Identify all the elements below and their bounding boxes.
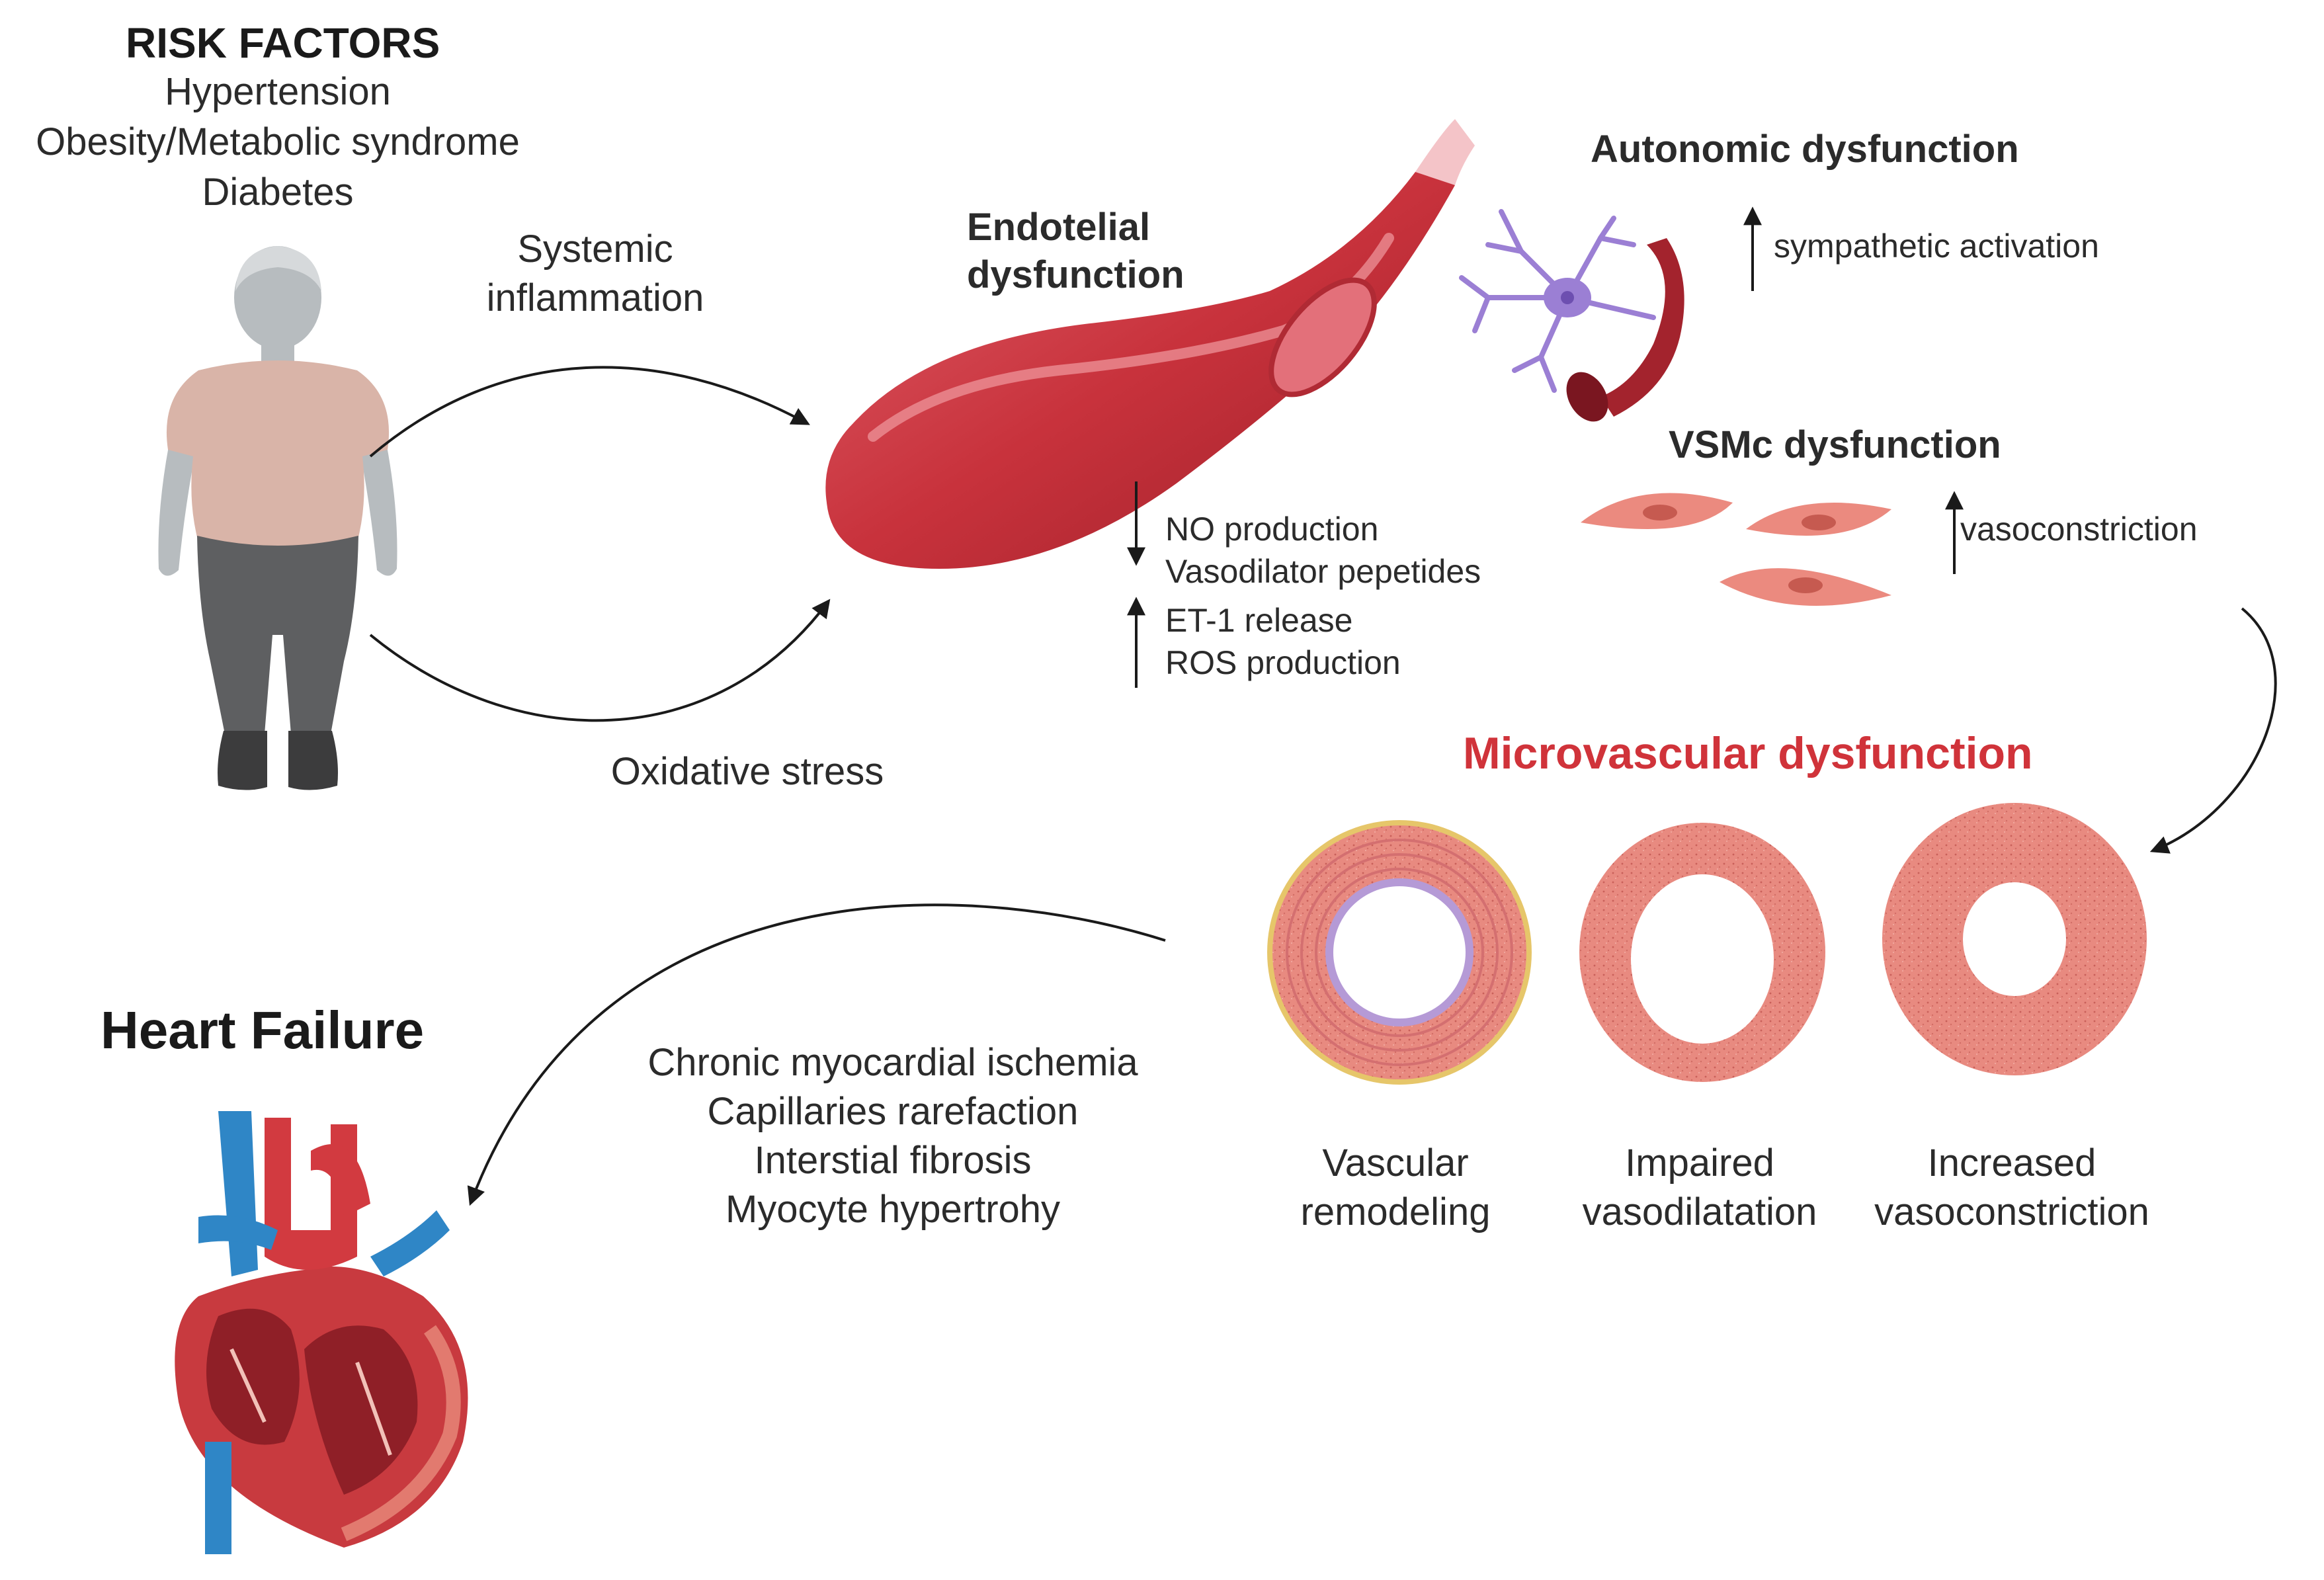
systemic-inflammation-arrow	[369, 366, 810, 458]
vsmc-to-microvascular-arrow	[2149, 607, 2277, 854]
no-production-label: NO production	[1165, 511, 1379, 548]
systemic-inflammation-label: Systemic inflammation	[486, 228, 704, 319]
et1-release-label: ET-1 release	[1165, 602, 1353, 639]
consequence-ischemia: Chronic myocardial ischemia	[647, 1041, 1138, 1084]
risk-factors-title: RISK FACTORS	[126, 19, 440, 67]
heart-failure-title: Heart Failure	[101, 1001, 425, 1060]
obese-person-illustration	[158, 246, 397, 790]
neuron-vessel-illustration	[1459, 209, 1684, 422]
endothelial-dysfunction-title: Endotelial dysfunction	[967, 206, 1184, 296]
autonomic-dysfunction-title: Autonomic dysfunction	[1591, 128, 2019, 171]
vascular-remodeling-vessel	[1267, 820, 1532, 1085]
impaired-vasodilatation-vessel	[1579, 823, 1825, 1082]
vasoconstriction-label: vasoconstriction	[1960, 511, 2198, 548]
heart-illustration	[175, 1111, 468, 1554]
microvascular-dysfunction-title: Microvascular dysfunction	[1463, 728, 2033, 778]
increased-vasoconstriction-label: Increased vasoconstriction	[1874, 1142, 2149, 1233]
oxidative-stress-label: Oxidative stress	[610, 750, 884, 793]
impaired-vasodilatation-label: Impaired vasodilatation	[1582, 1142, 1817, 1233]
risk-factor-diabetes: Diabetes	[202, 171, 354, 214]
ros-production-label: ROS production	[1165, 644, 1401, 681]
increased-vasoconstriction-vessel	[1882, 803, 2147, 1075]
risk-factor-obesity: Obesity/Metabolic syndrome	[36, 120, 520, 163]
microvascular-to-heart-arrow	[467, 903, 1166, 1206]
blood-vessel-illustration	[825, 119, 1475, 569]
vasodilator-peptides-label: Vasodilator pepetides	[1165, 553, 1481, 590]
oxidative-stress-arrow	[369, 599, 831, 722]
risk-factor-hypertension: Hypertension	[165, 70, 391, 113]
vsmc-dysfunction-title: VSMc dysfunction	[1669, 423, 2001, 466]
sympathetic-activation-label: sympathetic activation	[1774, 228, 2099, 265]
consequence-hypertrophy: Myocyte hypertrohy	[725, 1188, 1061, 1231]
smooth-muscle-cells-illustration	[1581, 493, 1891, 606]
vascular-remodeling-label: Vascular remodeling	[1300, 1142, 1491, 1233]
consequence-capillaries: Capillaries rarefaction	[707, 1090, 1079, 1133]
consequence-fibrosis: Interstial fibrosis	[754, 1139, 1032, 1182]
